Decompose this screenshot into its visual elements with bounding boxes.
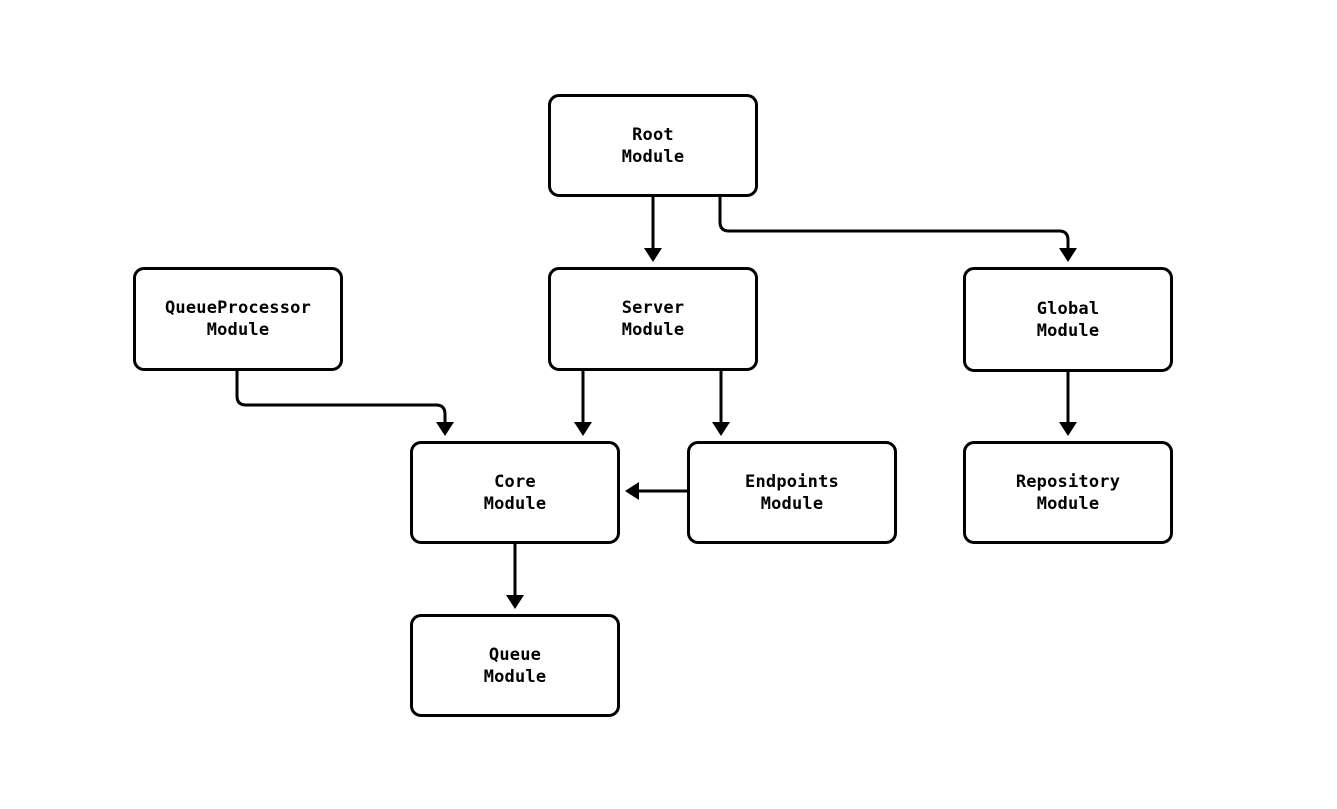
node-queueprocessor-module-label: QueueProcessor Module <box>164 298 312 340</box>
edge-line <box>718 197 1070 255</box>
node-core-module[interactable]: Core Module <box>410 441 620 544</box>
edge-server-to-endpoints <box>712 371 730 436</box>
node-queueprocessor-module[interactable]: QueueProcessor Module <box>133 267 343 371</box>
node-queue-module-label: Queue Module <box>483 644 547 687</box>
arrowhead-icon <box>644 248 662 262</box>
arrowhead-icon <box>1059 248 1077 262</box>
arrowhead-icon <box>712 422 730 436</box>
arrowhead-icon <box>506 595 524 609</box>
node-root-module[interactable]: Root Module <box>548 94 758 197</box>
node-core-module-label: Core Module <box>483 471 547 514</box>
edge-core-to-queue <box>506 544 524 609</box>
node-repository-module[interactable]: Repository Module <box>963 441 1173 544</box>
arrowhead-icon <box>1059 422 1077 436</box>
edge-queueprocessor-to-core <box>235 371 454 436</box>
node-repository-module-label: Repository Module <box>1015 471 1121 514</box>
arrowhead-icon <box>625 482 639 500</box>
node-global-module[interactable]: Global Module <box>963 267 1173 372</box>
node-global-module-label: Global Module <box>1036 298 1100 341</box>
arrowhead-icon <box>436 422 454 436</box>
node-server-module[interactable]: Server Module <box>548 267 758 371</box>
edge-global-to-repository <box>1059 372 1077 436</box>
node-root-module-label: Root Module <box>621 124 685 167</box>
edge-endpoints-to-core <box>625 482 687 500</box>
edge-line <box>235 371 447 429</box>
edge-root-to-global <box>718 197 1077 262</box>
arrowhead-icon <box>574 422 592 436</box>
node-endpoints-module-label: Endpoints Module <box>745 471 839 514</box>
node-queue-module[interactable]: Queue Module <box>410 614 620 717</box>
node-endpoints-module[interactable]: Endpoints Module <box>687 441 897 544</box>
node-server-module-label: Server Module <box>621 298 685 340</box>
edge-server-to-core <box>574 371 592 436</box>
edge-root-to-server <box>644 197 662 262</box>
